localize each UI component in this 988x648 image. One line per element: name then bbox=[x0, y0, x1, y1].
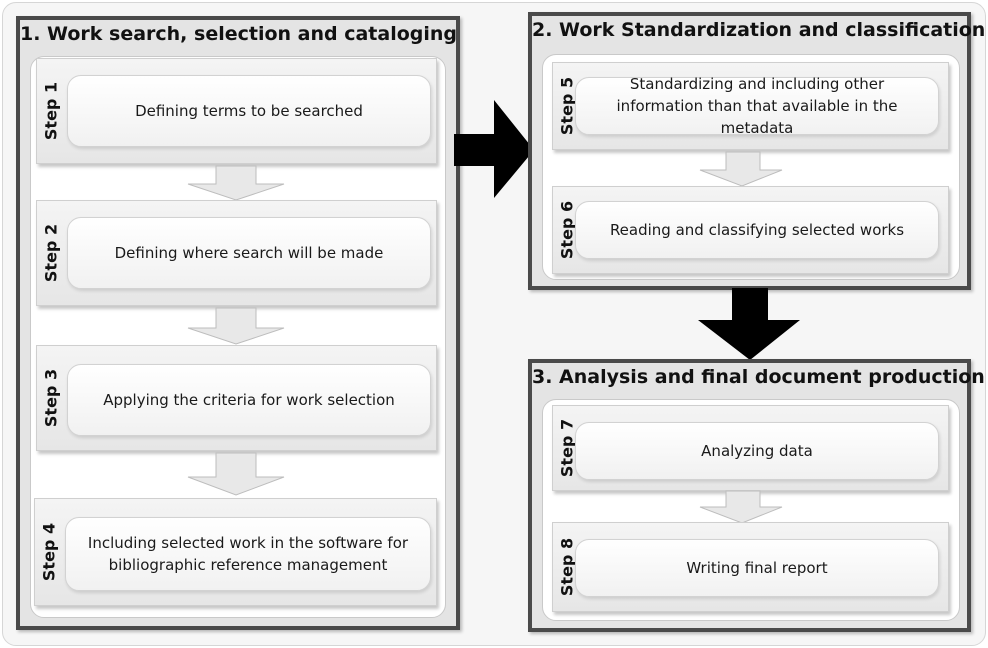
step-1-to-2-arrow bbox=[187, 165, 285, 201]
step-3-to-4-arrow bbox=[187, 452, 285, 496]
step-8-label: Step 8 bbox=[557, 537, 577, 597]
step-1-text: Defining terms to be searched bbox=[67, 75, 431, 147]
step-5-to-6-arrow bbox=[699, 151, 783, 187]
step-3-label: Step 3 bbox=[41, 368, 61, 428]
section-2-to-3-arrow bbox=[698, 288, 800, 360]
step-5-label: Step 5 bbox=[557, 76, 577, 136]
step-2-text: Defining where search will be made bbox=[67, 217, 431, 289]
step-4-text: Including selected work in the software … bbox=[65, 517, 431, 591]
step-8: Step 8 Writing final report bbox=[552, 522, 949, 612]
step-2: Step 2 Defining where search will be mad… bbox=[36, 200, 437, 306]
step-7-text: Analyzing data bbox=[575, 422, 939, 480]
step-7: Step 7 Analyzing data bbox=[552, 405, 949, 491]
step-8-text: Writing final report bbox=[575, 539, 939, 597]
step-6: Step 6 Reading and classifying selected … bbox=[552, 186, 949, 274]
section-3-title: 3. Analysis and final document productio… bbox=[532, 366, 985, 388]
step-7-to-8-arrow bbox=[699, 490, 783, 524]
step-4-label: Step 4 bbox=[39, 522, 59, 582]
step-6-label: Step 6 bbox=[557, 200, 577, 260]
step-7-label: Step 7 bbox=[557, 418, 577, 478]
step-5: Step 5 Standardizing and including other… bbox=[552, 62, 949, 150]
step-3-text: Applying the criteria for work selection bbox=[67, 364, 431, 436]
section-1-title: 1. Work search, selection and cataloging bbox=[20, 23, 458, 45]
step-6-text: Reading and classifying selected works bbox=[575, 201, 939, 259]
section-1-to-2-arrow bbox=[454, 100, 534, 198]
step-4: Step 4 Including selected work in the so… bbox=[34, 498, 437, 606]
step-1-label: Step 1 bbox=[41, 81, 61, 141]
step-5-text: Standardizing and including other inform… bbox=[575, 75, 939, 137]
step-1: Step 1 Defining terms to be searched bbox=[36, 58, 437, 164]
step-2-to-3-arrow bbox=[187, 307, 285, 345]
step-3: Step 3 Applying the criteria for work se… bbox=[36, 345, 437, 451]
step-2-label: Step 2 bbox=[41, 223, 61, 283]
section-2-title: 2. Work Standardization and classificati… bbox=[532, 19, 986, 41]
